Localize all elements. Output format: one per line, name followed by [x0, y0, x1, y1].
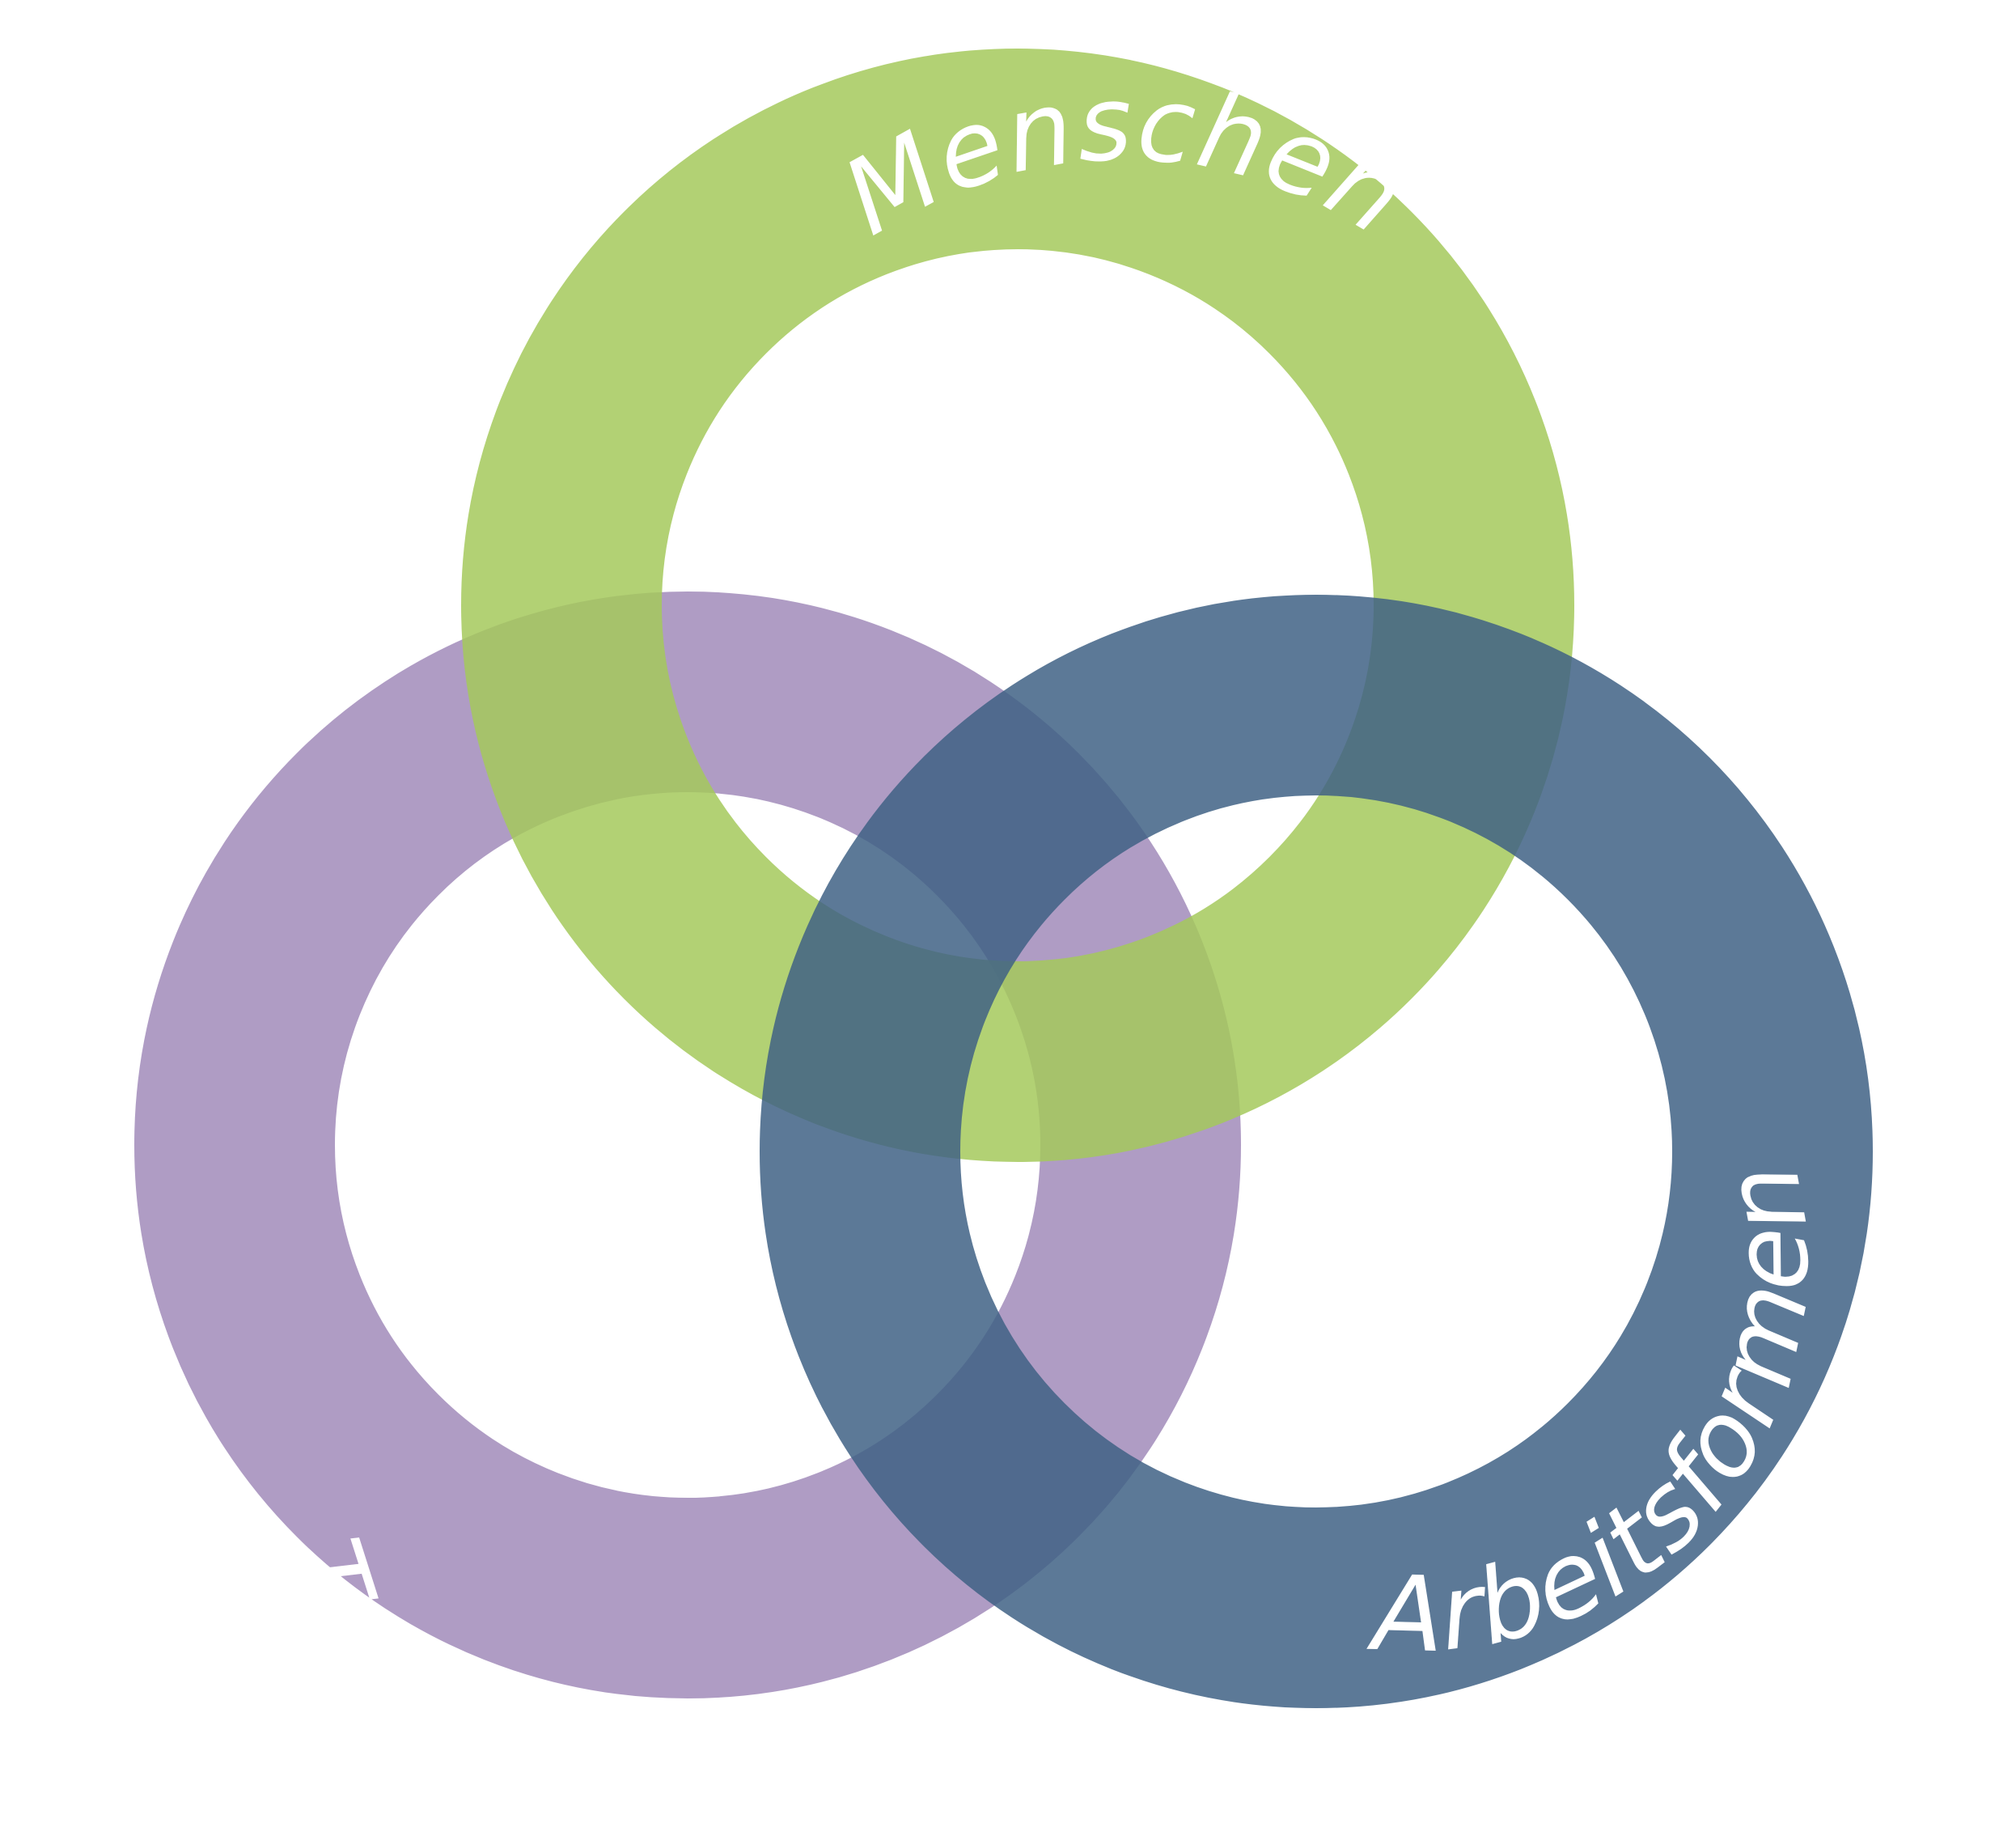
ring-menschen	[461, 49, 1574, 1162]
ring-arbeitsformen	[760, 595, 1873, 1708]
